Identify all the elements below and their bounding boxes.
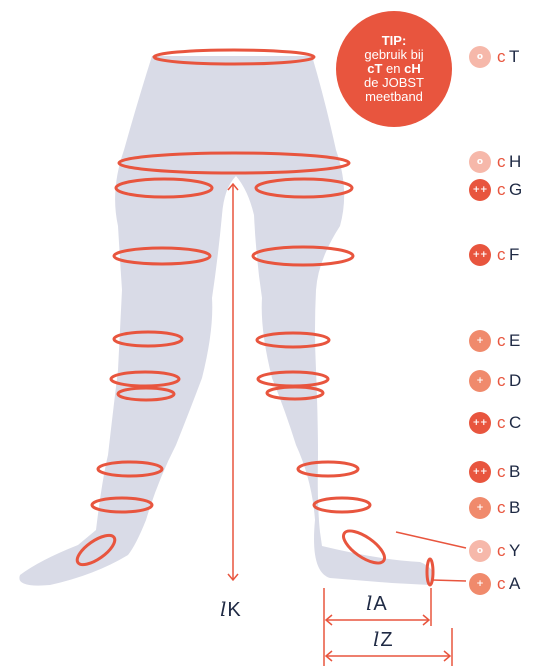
compression-badge: ++ <box>469 179 491 201</box>
tip-title: TIP: <box>382 34 407 48</box>
tip-line1: gebruik bij <box>364 48 423 62</box>
compression-badge: o <box>469 540 491 562</box>
tip-bubble: TIP: gebruik bij cT en cH de JOBST meetb… <box>336 11 452 127</box>
tip-bold-ct: cT <box>367 61 382 76</box>
ring-cb-right <box>314 498 370 512</box>
compression-badge: + <box>469 330 491 352</box>
compression-badge: + <box>469 370 491 392</box>
compression-badge: + <box>469 573 491 595</box>
tip-bold-ch: cH <box>404 61 421 76</box>
length-label-lz: lZ <box>373 627 393 652</box>
compression-badge: o <box>469 151 491 173</box>
compression-badge: ++ <box>469 412 491 434</box>
tip-conj: en <box>382 61 404 76</box>
compression-badge: ++ <box>469 244 491 266</box>
tip-line2: cT en cH <box>367 62 420 76</box>
compression-badge: o <box>469 46 491 68</box>
compression-badge: + <box>469 497 491 519</box>
compression-badge: ++ <box>469 461 491 483</box>
length-label-lk: lK <box>220 597 241 622</box>
length-label-la: lA <box>366 591 387 616</box>
tip-line3: de JOBST <box>364 76 424 90</box>
tip-line4: meetband <box>365 90 423 104</box>
